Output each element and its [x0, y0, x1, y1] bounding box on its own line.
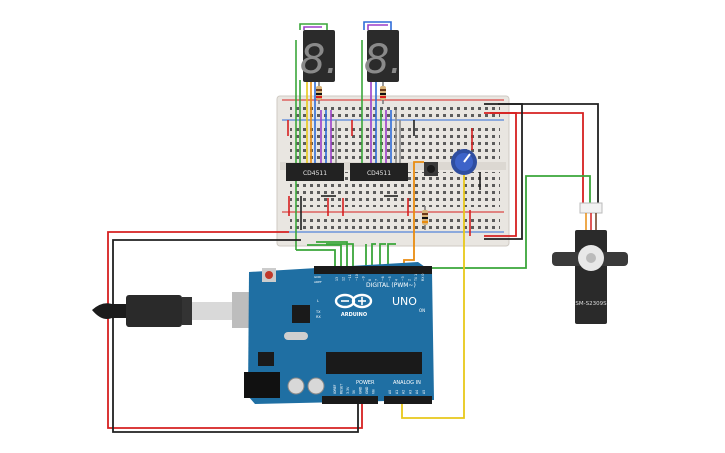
- pin-label: 4: [394, 279, 398, 281]
- display-digit: 8.: [300, 37, 338, 83]
- analog-header-label: ANALOG IN: [393, 380, 421, 386]
- arduino-logo-text: ARDUINO: [341, 312, 367, 318]
- pin-label: A0: [388, 390, 392, 394]
- decoder-chip-right[interactable]: CD4511: [350, 163, 408, 181]
- pin-label: ~6: [381, 276, 385, 281]
- power-jack: [244, 372, 280, 398]
- pin-label: GND: [365, 386, 369, 394]
- seven-segment-display-right[interactable]: 8.: [364, 30, 402, 83]
- pin-label: 7: [375, 279, 379, 281]
- power-header[interactable]: [322, 396, 378, 404]
- display-digit: 8.: [364, 37, 402, 83]
- aref-label: AREF: [314, 280, 322, 284]
- decoder-chip-left[interactable]: CD4511: [286, 163, 344, 181]
- reset-button[interactable]: [265, 271, 273, 279]
- potentiometer[interactable]: [451, 149, 477, 175]
- pin-label: 5V: [352, 389, 356, 394]
- pin-label: IOREF: [333, 384, 337, 394]
- pin-label: ~10: [355, 274, 359, 281]
- pin-label: A2: [402, 390, 406, 394]
- pin-label: 2: [408, 279, 412, 281]
- on-led-label: ON: [419, 308, 425, 313]
- power-header-label: POWER: [356, 380, 375, 386]
- pin-label: A4: [415, 390, 419, 394]
- pin-label: A3: [408, 390, 412, 394]
- tx-led-label: TX: [315, 310, 321, 314]
- arduino-uno[interactable]: ARDUINO UNO DIGITAL (PWM~) POWER ANALOG …: [244, 262, 434, 404]
- arduino-model: UNO: [392, 295, 417, 308]
- display-wires-right: [361, 21, 401, 170]
- servo-label: SM-S2309S: [575, 301, 607, 307]
- arduino-logo-icon: [334, 293, 373, 309]
- resistor-button[interactable]: [422, 206, 428, 230]
- rx-led-label: RX: [316, 315, 321, 319]
- servo-motor[interactable]: SM-S2309S: [552, 202, 628, 324]
- display-wires-left: [295, 23, 337, 250]
- crystal: [284, 332, 308, 340]
- pin-label: 12: [342, 277, 346, 281]
- pin-label: ~11: [348, 274, 352, 281]
- l-led-label: L: [317, 299, 319, 303]
- pin-label: 3.3V: [346, 386, 350, 394]
- pin-label: ~5: [388, 276, 392, 281]
- pin-label: RX 0: [421, 274, 425, 281]
- gnd-label: GND: [314, 275, 322, 279]
- resistor-display-left[interactable]: [316, 82, 322, 104]
- usb-cable: [92, 292, 262, 328]
- digital-header[interactable]: [314, 266, 432, 274]
- pin-label: Vin: [371, 389, 375, 394]
- digital-header-label: DIGITAL (PWM~): [366, 282, 416, 289]
- seven-segment-display-left[interactable]: 8.: [300, 30, 338, 83]
- pushbutton[interactable]: [424, 162, 438, 176]
- pin-label: 13: [335, 277, 339, 281]
- pin-label: ~9: [361, 276, 365, 281]
- breadboard-jumpers: [287, 120, 481, 236]
- analog-header[interactable]: [384, 396, 432, 404]
- chip-label: CD4511: [367, 170, 391, 177]
- pin-label: A5: [422, 390, 426, 394]
- pin-label: ~3: [401, 276, 405, 281]
- pin-label: GND: [359, 386, 363, 394]
- pin-label: TX 1: [414, 274, 418, 282]
- resistor-display-right[interactable]: [380, 82, 386, 104]
- chip-label: CD4511: [303, 170, 327, 177]
- pin-label: A1: [395, 390, 399, 394]
- pin-label: RESET: [339, 384, 343, 394]
- pin-label: 8: [368, 279, 372, 281]
- long-wires: [107, 103, 599, 433]
- microcontroller-chip: [326, 352, 422, 374]
